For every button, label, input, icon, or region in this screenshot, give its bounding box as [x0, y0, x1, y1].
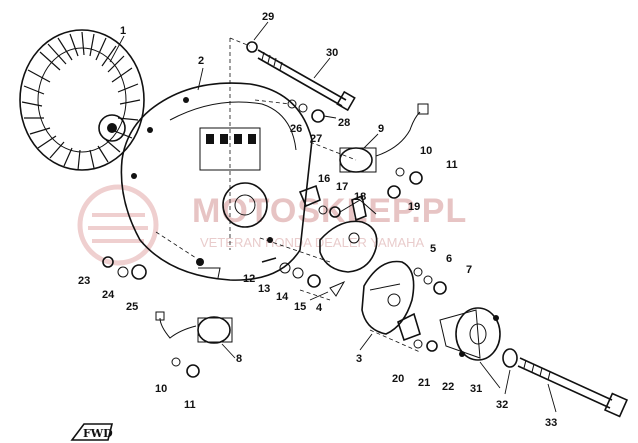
breaker-plate-part-4	[319, 199, 378, 297]
callout-10-top: 10	[420, 145, 432, 157]
callout-30: 30	[326, 47, 338, 59]
callout-2: 2	[198, 55, 204, 67]
base-plate-part-3	[361, 260, 415, 335]
rotor-part-1	[19, 29, 145, 171]
coil-part-8	[155, 311, 233, 344]
callout-8: 8	[236, 353, 242, 365]
callout-22: 22	[442, 381, 454, 393]
parts-20-22	[397, 312, 438, 352]
callout-23: 23	[78, 275, 90, 287]
stator-plate-part-2	[120, 82, 313, 281]
callout-21: 21	[418, 377, 430, 389]
callout-13: 13	[258, 283, 270, 295]
watermark: MOTOSKLEP.PL VETERAN HONDA DEALER YAMAHA	[77, 184, 466, 266]
callout-4: 4	[316, 302, 323, 314]
callout-14: 14	[276, 291, 289, 303]
callout-12: 12	[243, 273, 255, 285]
callout-10-bottom: 10	[155, 383, 167, 395]
callout-3: 3	[356, 353, 362, 365]
callout-19: 19	[408, 201, 420, 213]
callout-29: 29	[262, 11, 274, 23]
callout-32: 32	[496, 399, 508, 411]
callout-15: 15	[294, 301, 306, 313]
screw-10-11-bottom	[171, 357, 200, 378]
watermark-logo	[77, 184, 159, 266]
callout-6: 6	[446, 253, 452, 265]
parts-16-19	[298, 184, 401, 222]
callout-28: 28	[338, 117, 350, 129]
callout-1: 1	[120, 25, 126, 37]
callout-26: 26	[290, 123, 302, 135]
screws-23-25	[102, 256, 147, 280]
callout-labels: 1 2 3 4 5 6 7 8 9 10 11 12 13 14 15 16 1…	[78, 11, 557, 429]
callout-7: 7	[466, 264, 472, 276]
callout-5: 5	[430, 243, 436, 255]
callout-24: 24	[102, 289, 115, 301]
watermark-tagline: VETERAN HONDA DEALER YAMAHA	[200, 235, 425, 250]
forward-arrow: FWD	[70, 423, 113, 441]
bolt-part-30	[246, 41, 356, 112]
screws-12-15	[261, 257, 321, 288]
washer-part-32	[502, 348, 518, 368]
callout-25: 25	[126, 301, 138, 313]
callout-33: 33	[545, 417, 557, 429]
assembly-guides	[155, 37, 421, 353]
callout-18: 18	[354, 191, 366, 203]
screws-26-28	[287, 99, 337, 123]
callout-16: 16	[318, 173, 330, 185]
forward-label: FWD	[83, 427, 113, 440]
callout-17: 17	[336, 181, 348, 193]
condenser-part-9	[339, 103, 429, 173]
screws-5-7	[413, 267, 447, 295]
leader-lines	[109, 21, 557, 413]
cam-part-31	[439, 307, 501, 361]
screws-10-11-top	[395, 167, 423, 185]
bolt-part-33	[517, 357, 629, 418]
callout-11-top: 11	[446, 159, 458, 171]
callout-9: 9	[378, 123, 384, 135]
callout-31: 31	[470, 383, 482, 395]
callout-11-bottom: 11	[184, 399, 196, 411]
callout-27: 27	[310, 133, 322, 145]
callout-20: 20	[392, 373, 404, 385]
